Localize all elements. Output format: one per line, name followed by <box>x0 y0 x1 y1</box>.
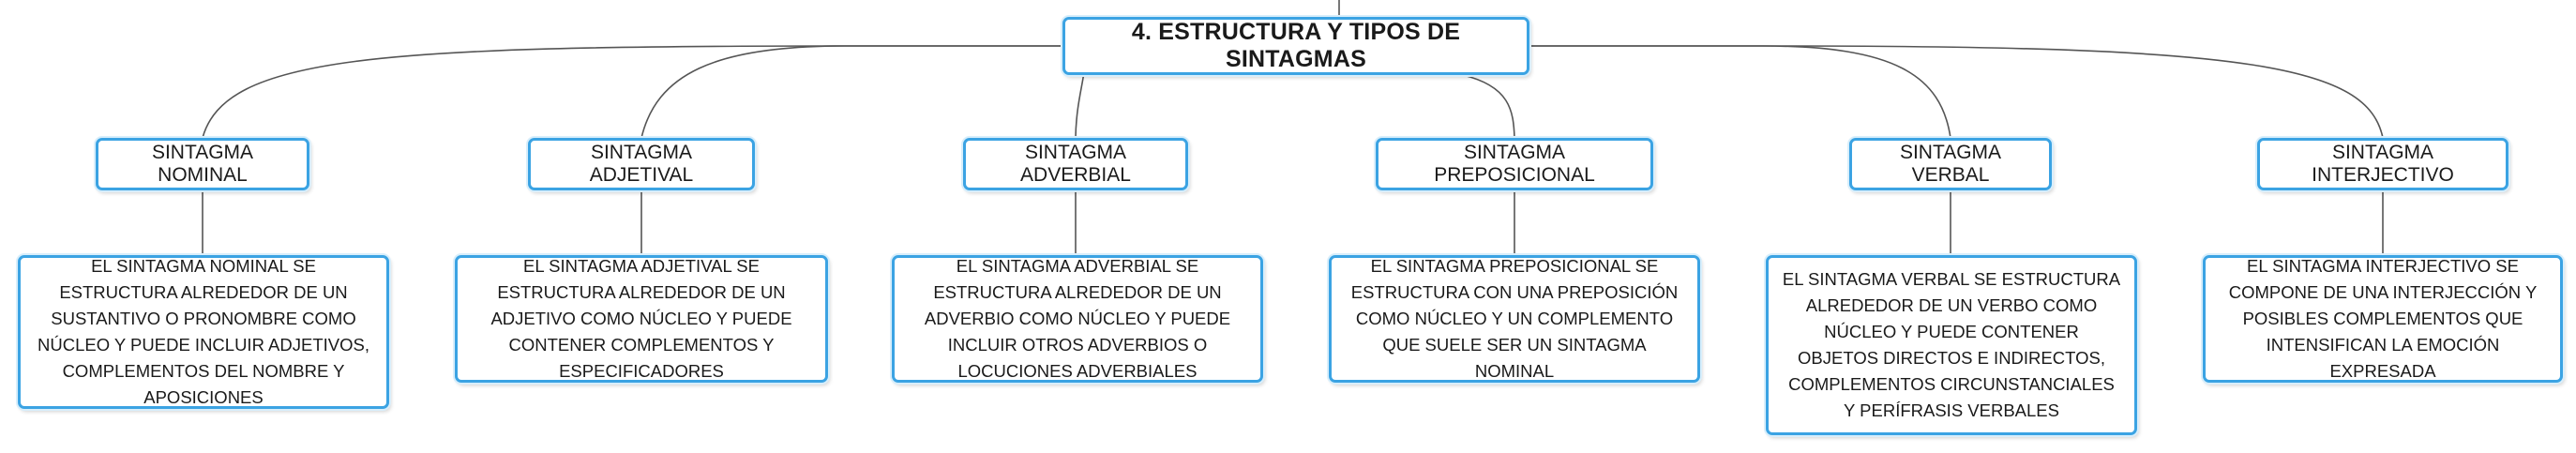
connector-root-adjetival <box>640 45 1062 139</box>
description-node-adjetival[interactable]: EL SINTAGMA ADJETIVAL SE ESTRUCTURA ALRE… <box>455 255 828 383</box>
branch-node-interjectivo[interactable]: SINTAGMA INTERJECTIVO <box>2257 138 2508 190</box>
branch-node-preposicional[interactable]: SINTAGMA PREPOSICIONAL <box>1376 138 1653 190</box>
description-node-preposicional[interactable]: EL SINTAGMA PREPOSICIONAL SE ESTRUCTURA … <box>1329 255 1700 383</box>
description-node-nominal[interactable]: EL SINTAGMA NOMINAL SE ESTRUCTURA ALREDE… <box>18 255 389 409</box>
branch-node-adjetival[interactable]: SINTAGMA ADJETIVAL <box>528 138 755 190</box>
branch-node-nominal[interactable]: SINTAGMA NOMINAL <box>96 138 309 190</box>
root-node[interactable]: 4. ESTRUCTURA Y TIPOS DE SINTAGMAS <box>1062 17 1529 75</box>
connector-root-verbal <box>1529 45 1951 139</box>
description-node-verbal[interactable]: EL SINTAGMA VERBAL SE ESTRUCTURA ALREDED… <box>1766 255 2137 435</box>
connector-root-nominal <box>202 45 1062 139</box>
branch-node-verbal[interactable]: SINTAGMA VERBAL <box>1849 138 2052 190</box>
branch-node-adverbial[interactable]: SINTAGMA ADVERBIAL <box>963 138 1188 190</box>
connector-root-interjectivo <box>1529 45 2384 139</box>
description-node-interjectivo[interactable]: EL SINTAGMA INTERJECTIVO SE COMPONE DE U… <box>2203 255 2563 383</box>
description-node-adverbial[interactable]: EL SINTAGMA ADVERBIAL SE ESTRUCTURA ALRE… <box>892 255 1263 383</box>
connector-root-preposicional <box>1462 74 1515 139</box>
